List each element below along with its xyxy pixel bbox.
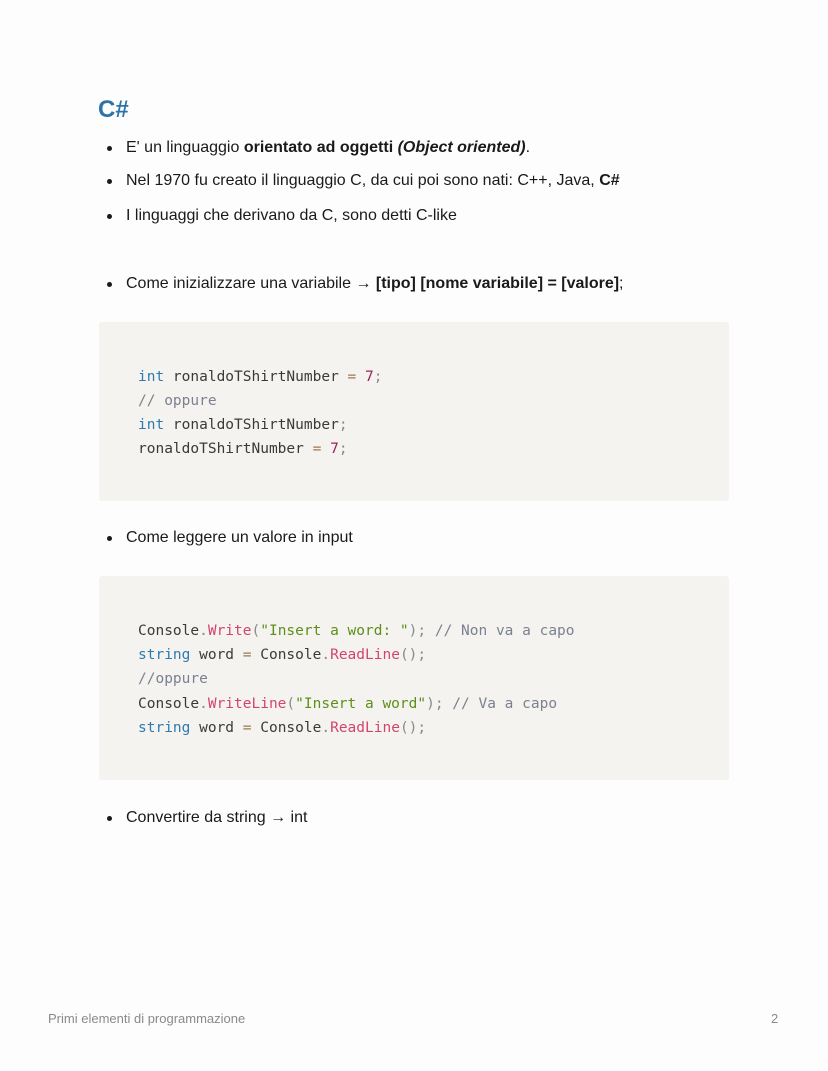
bullet-dot <box>107 536 112 541</box>
code-line: string word = Console.ReadLine(); <box>138 716 426 740</box>
code-punctuation: (); <box>399 647 427 663</box>
code-identifier: ronaldoTShirtNumber <box>138 441 313 457</box>
code-line: Console.Write("Insert a word: "); // Non… <box>138 619 575 643</box>
bullet-text: E' un linguaggio orientato ad oggetti (O… <box>126 138 530 158</box>
code-line: string word = Console.ReadLine(); <box>138 643 426 667</box>
code-block-input: Console.Write("Insert a word: "); // Non… <box>99 576 729 780</box>
text-run: E' un linguaggio <box>126 139 244 156</box>
code-punctuation: ( <box>251 623 261 639</box>
code-comment: // Non va a capo <box>426 623 575 639</box>
code-method: WriteLine <box>207 696 287 712</box>
code-punctuation: ); <box>426 696 444 712</box>
code-keyword: string <box>138 647 191 663</box>
bold-text: orientato ad oggetti <box>243 139 394 156</box>
bullet-dot <box>107 214 112 219</box>
code-operator: = <box>242 720 252 736</box>
section-title: C# <box>98 96 129 123</box>
code-line: ronaldoTShirtNumber = 7; <box>138 437 348 461</box>
code-line: int ronaldoTShirtNumber; <box>138 413 348 437</box>
code-keyword: int <box>138 417 165 433</box>
code-operator: = <box>242 647 252 663</box>
code-punctuation: ; <box>373 369 383 385</box>
code-number: 7 <box>321 441 339 457</box>
text-run: Nel 1970 fu creato il linguaggio C, da c… <box>126 172 600 189</box>
code-number: 7 <box>356 369 374 385</box>
code-identifier: ronaldoTShirtNumber <box>164 417 339 433</box>
code-identifier: Console <box>251 720 322 736</box>
bullet-text: Come inizializzare una variabile → [tipo… <box>126 274 624 294</box>
bullet-dot <box>107 179 112 184</box>
code-keyword: int <box>138 369 165 385</box>
bullet-text: Come leggere un valore in input <box>126 529 353 546</box>
bold-text: [tipo] [nome variabile] = [valore] <box>375 275 620 292</box>
code-identifier: Console <box>138 623 200 639</box>
code-punctuation: (); <box>399 720 427 736</box>
footer-document-title: Primi elementi di programmazione <box>48 1011 246 1026</box>
code-block-variable-init: int ronaldoTShirtNumber = 7; // oppure i… <box>99 322 729 501</box>
text-run: Come inizializzare una variabile → <box>126 275 376 292</box>
code-comment: // oppure <box>138 393 217 409</box>
text-run: ; <box>619 275 624 292</box>
bold-italic-text: (Object oriented) <box>397 139 526 156</box>
code-punctuation: . <box>199 696 208 712</box>
code-identifier: Console <box>138 696 200 712</box>
code-punctuation: . <box>321 647 331 663</box>
code-comment: // Va a capo <box>443 696 558 712</box>
bullet-dot <box>107 146 112 151</box>
code-operator: = <box>312 441 322 457</box>
code-punctuation: . <box>199 623 208 639</box>
code-identifier: ronaldoTShirtNumber <box>164 369 348 385</box>
code-line: //oppure <box>138 667 208 691</box>
code-operator: = <box>347 369 357 385</box>
code-method: Write <box>207 623 252 639</box>
footer-page-number: 2 <box>771 1011 779 1026</box>
code-identifier: Console <box>251 647 322 663</box>
bold-text: C# <box>599 172 620 189</box>
bullet-dot <box>107 816 112 821</box>
code-identifier: word <box>190 647 243 663</box>
bullet-dot <box>107 282 112 287</box>
bullet-text: I linguaggi che derivano da C, sono dett… <box>126 207 457 224</box>
bullet-text: Nel 1970 fu creato il linguaggio C, da c… <box>126 171 620 191</box>
code-punctuation: . <box>321 720 331 736</box>
text-run: . <box>525 139 531 156</box>
code-string: "Insert a word: " <box>260 623 409 639</box>
code-punctuation: ); <box>408 623 427 639</box>
code-comment: //oppure <box>138 671 208 687</box>
code-punctuation: ; <box>338 441 348 457</box>
bullet-text: Convertire da string → int <box>126 809 308 826</box>
code-method: ReadLine <box>330 647 400 663</box>
code-method: ReadLine <box>330 720 400 736</box>
code-punctuation: ( <box>286 696 296 712</box>
code-line: int ronaldoTShirtNumber = 7; <box>138 365 382 389</box>
code-punctuation: ; <box>338 417 348 433</box>
code-keyword: string <box>138 720 191 736</box>
code-string: "Insert a word" <box>295 696 427 712</box>
code-line: Console.WriteLine("Insert a word"); // V… <box>138 692 557 716</box>
code-line: // oppure <box>138 389 217 413</box>
code-identifier: word <box>190 720 243 736</box>
